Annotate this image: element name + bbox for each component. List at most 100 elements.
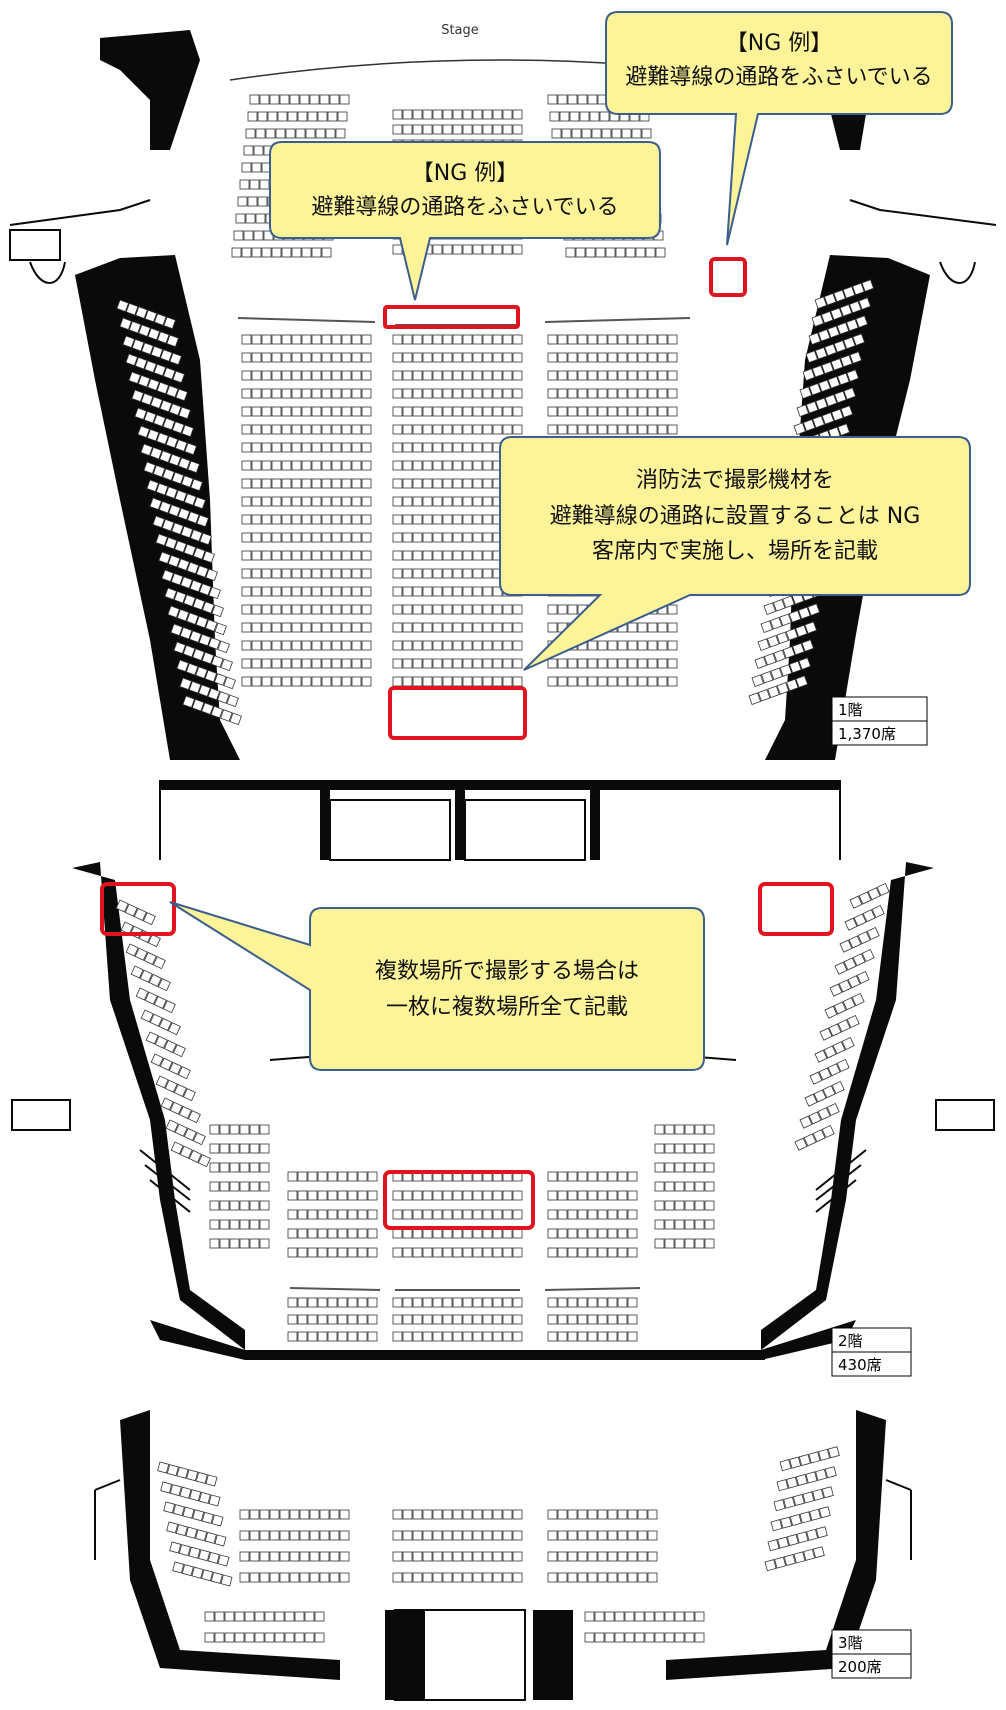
seat (834, 390, 847, 404)
seat (472, 244, 483, 255)
seat (201, 1569, 214, 1582)
seat (192, 1132, 206, 1146)
seat (402, 604, 413, 615)
seat (291, 622, 302, 633)
seat (335, 128, 346, 139)
seat (271, 442, 282, 453)
seat (452, 1509, 463, 1520)
seat (577, 1314, 588, 1325)
seat (412, 1331, 423, 1342)
seat (291, 424, 302, 435)
seat (159, 1057, 173, 1071)
floor-3-seats: 200席 (838, 1658, 882, 1676)
seat (281, 247, 292, 258)
seat (452, 406, 463, 417)
floor2-rear-left-row (287, 1297, 378, 1308)
seat (452, 1297, 463, 1308)
seat (777, 1536, 790, 1549)
seat (432, 496, 443, 507)
callout-ng-top-right-title: 【NG 例】 (726, 31, 833, 56)
seat (472, 1297, 483, 1308)
seat (251, 532, 262, 543)
seat (422, 109, 433, 120)
seat (367, 1297, 378, 1308)
seat (432, 622, 443, 633)
seat (229, 1181, 240, 1192)
seat (617, 1551, 628, 1562)
seat (482, 1530, 493, 1541)
seat (442, 1209, 453, 1220)
seat (152, 464, 166, 478)
seat (637, 1509, 648, 1520)
floor1-outer-lines (9, 199, 997, 861)
seat (289, 94, 300, 105)
seat (162, 367, 176, 380)
seat (482, 370, 493, 381)
seat (261, 514, 272, 525)
seat (462, 352, 473, 363)
seat (229, 1162, 240, 1173)
seat (627, 334, 638, 345)
seat (587, 352, 598, 363)
seat (808, 382, 822, 396)
seat (577, 406, 588, 417)
seat (357, 1331, 368, 1342)
seat (824, 1005, 838, 1019)
seat (432, 334, 443, 345)
seat (402, 1551, 413, 1562)
seat (492, 1509, 503, 1520)
seat (214, 1632, 225, 1643)
seat (795, 1474, 808, 1487)
seat (557, 352, 568, 363)
seat (321, 478, 332, 489)
seat (567, 406, 578, 417)
seat (587, 1209, 598, 1220)
seat (760, 620, 774, 633)
seat (624, 1611, 635, 1622)
seat (183, 594, 196, 607)
seat (597, 1530, 608, 1541)
seat (234, 1611, 245, 1622)
callout-fire-law: 消防法で撮影機材を 避難導線の通路に設置することは NG 客席内で実施し、場所を… (499, 436, 971, 671)
seat (482, 1228, 493, 1239)
seat (422, 478, 433, 489)
seat (492, 1572, 503, 1583)
floor2-right-side-row (804, 1080, 845, 1107)
seat (442, 478, 453, 489)
seat (289, 1551, 300, 1562)
seat (512, 424, 523, 435)
floor1-left-wing-row (131, 389, 191, 420)
seat (137, 374, 151, 388)
seat (597, 1228, 608, 1239)
seat (146, 479, 159, 493)
seat (168, 1061, 182, 1075)
seat (432, 1228, 443, 1239)
seat (654, 1162, 665, 1173)
seat (331, 658, 342, 669)
seat (512, 622, 523, 633)
seat (347, 1228, 358, 1239)
seat (567, 1209, 578, 1220)
seat (229, 712, 242, 726)
seat (165, 385, 179, 398)
seat (251, 496, 262, 507)
seat (271, 586, 282, 597)
seat (392, 1331, 403, 1342)
seat (577, 1228, 588, 1239)
seat (492, 622, 503, 633)
seat (820, 310, 834, 324)
seat (339, 1572, 350, 1583)
seat (664, 1181, 675, 1192)
seat (321, 658, 332, 669)
seat (309, 94, 320, 105)
seat (587, 1171, 598, 1182)
seat (597, 1297, 608, 1308)
seat (331, 604, 342, 615)
seat (805, 1471, 818, 1484)
seat (422, 1551, 433, 1562)
seat (561, 128, 572, 139)
seat (432, 1190, 443, 1201)
seat (776, 631, 789, 645)
floor2-left-side-row (140, 1009, 181, 1036)
seat (462, 514, 473, 525)
